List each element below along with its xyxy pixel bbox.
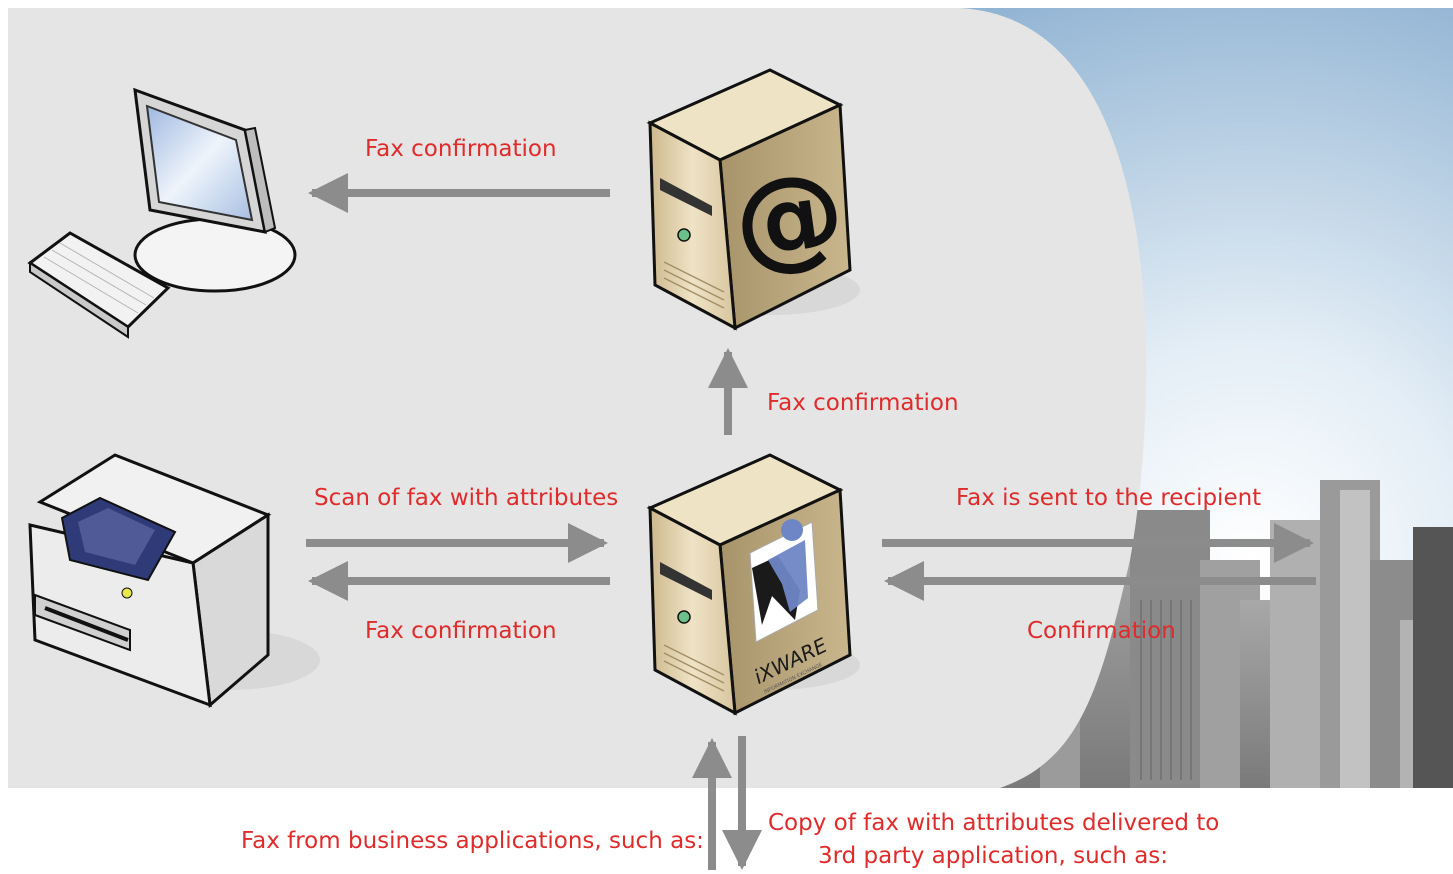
label-vertical-fax-confirmation: Fax confirmation <box>767 390 959 416</box>
multifunction-printer-icon <box>28 453 320 708</box>
label-fax-sent-to-recipient: Fax is sent to the recipient <box>956 485 1262 511</box>
label-fax-from-business-apps: Fax from business applications, such as: <box>241 828 704 854</box>
ixware-server-icon: iXWARE INFORMATION EXCHANGE <box>646 453 860 716</box>
label-bottom-fax-confirmation: Fax confirmation <box>365 618 557 644</box>
label-copy-of-fax-line2: 3rd party application, such as: <box>817 843 1169 870</box>
label-top-fax-confirmation: Fax confirmation <box>365 136 557 162</box>
network-panel <box>8 8 1147 788</box>
desktop-computer-icon <box>27 87 297 339</box>
at-sign-icon: @ <box>726 146 853 288</box>
label-scan-of-fax: Scan of fax with attributes <box>314 485 619 511</box>
label-confirmation: Confirmation <box>1027 618 1176 644</box>
arrows <box>306 173 1316 870</box>
label-copy-of-fax: Copy of fax with attributes delivered to… <box>768 810 1220 870</box>
mail-server-icon: @ <box>646 68 860 331</box>
label-copy-of-fax-line1: Copy of fax with attributes delivered to <box>768 810 1220 836</box>
